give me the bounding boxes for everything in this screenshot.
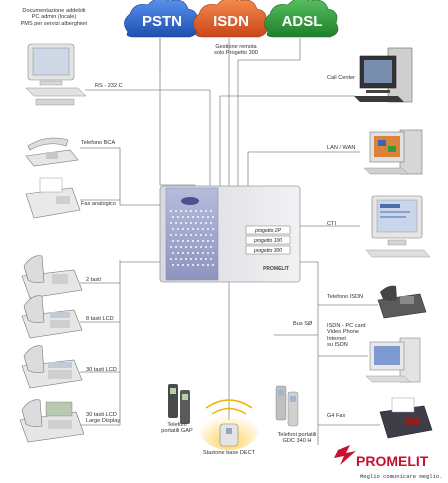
phone-2tasti-icon [21, 255, 83, 299]
label-30tasti-large-line1: 30 tasti LCD [86, 412, 117, 418]
label-30tasti-large: 30 tasti LCD Large Display [86, 412, 120, 425]
label-fax-analogico: Fax analogico [81, 201, 116, 207]
gap-handsets-icon [168, 384, 190, 424]
label-telefoni-gap-line1: Telefoni [167, 422, 187, 428]
label-remote-line1: Gestione remota [215, 44, 257, 50]
bca-phone-icon [25, 137, 79, 167]
label-telefoni-gap-line2: portatili GAP [161, 428, 193, 435]
label-remote-line2: solo Progetto 300 [214, 50, 258, 57]
label-isdn-pc-card-line1: ISDN - PC card [327, 323, 366, 329]
pbx-unit: progetto 2P progetto 100 progetto 300 PR… [159, 185, 301, 283]
label-call-center: Call Center [327, 75, 355, 81]
cloud-isdn [193, 0, 268, 38]
phone-30tasti-icon [21, 345, 83, 389]
label-telefoni-gdc-line1: Telefoni portatili [277, 432, 317, 438]
pbx-tag-2p [245, 225, 291, 235]
cloud-adsl [264, 0, 339, 38]
line-call-center [219, 95, 355, 188]
g4-fax-icon [379, 397, 433, 439]
admin-pc-icon [25, 43, 87, 106]
label-telefoni-gap: Telefoni portatili GAP [152, 422, 202, 435]
label-cti: CTI [327, 221, 337, 227]
call-center-pc-icon [354, 47, 413, 103]
isdn-phone-icon [377, 285, 427, 319]
connection-lines [80, 38, 380, 445]
pbx-brand: PROMELIT [263, 266, 289, 272]
label-30tasti-large-line2: Large Display [86, 418, 121, 425]
cloud-isdn-label: ISDN [213, 13, 249, 30]
dect-base-icon [199, 399, 259, 450]
line-pstn [159, 38, 196, 190]
label-8tasti: 8 tasti LCD [86, 316, 114, 322]
label-bus-s0: Bus SØ [293, 321, 313, 327]
line-adsl [237, 38, 301, 188]
label-stazione-dect: Stazione base DECT [202, 450, 256, 456]
line-bus-s0 [300, 261, 319, 445]
label-telefono-isdn: Telefono ISDN [327, 294, 364, 300]
gdc-handsets-icon [275, 385, 299, 427]
promelit-logo: PROMELIT Meglio comunicare meglio. [334, 445, 443, 480]
phone-8tasti-icon [21, 295, 83, 339]
fax-icon [25, 177, 81, 219]
line-bca [80, 147, 160, 206]
label-lan-wan: LAN / WAN [327, 145, 356, 151]
label-admin-pc-line1: Documentazione addebiti [22, 8, 86, 14]
pbx-vent-grid [170, 210, 214, 266]
label-g4-fax: G4 Fax [327, 413, 346, 419]
phone-30tasti-large-icon [19, 399, 85, 443]
pbx-tag-2p-text: progetto 2P [254, 228, 282, 234]
label-2tasti: 2 tasti [86, 277, 101, 283]
label-remote: Gestione remota solo Progetto 300 [198, 44, 274, 57]
label-admin-pc: Documentazione addebiti PC admin (locale… [4, 8, 104, 27]
cloud-pstn [124, 0, 199, 38]
pbx-tag-100 [245, 235, 291, 245]
lan-wan-pc-icon [363, 129, 423, 175]
line-lan-wan [247, 151, 360, 188]
cti-monitor-icon [365, 195, 431, 258]
label-isdn-pc-card-line3: Internet [327, 335, 346, 342]
label-telefono-bca: Telefono BCA [81, 140, 116, 146]
label-isdn-pc-card: ISDN - PC card Video Phone Internet su I… [327, 323, 366, 349]
label-telefoni-gdc: Telefoni portatili GDC 340 H [268, 432, 326, 445]
isdn-pc-icon [365, 337, 421, 383]
pbx-tag-300 [245, 245, 291, 255]
label-rs232: RS - 232 C [95, 83, 123, 89]
pbx-badge [181, 197, 199, 205]
logo-mark-icon [334, 445, 356, 465]
label-30tasti: 30 tasti LCD [86, 367, 117, 373]
label-isdn-pc-card-line2: Video Phone [327, 329, 359, 336]
pbx-tag-100-text: progetto 100 [253, 238, 282, 244]
label-isdn-pc-card-line4: su ISDN [327, 342, 348, 349]
logo-tagline: Meglio comunicare meglio. [360, 473, 443, 480]
label-admin-pc-line3: PMS per servizi alberghieri [20, 20, 88, 27]
label-admin-pc-line2: PC admin (locale) [31, 14, 77, 21]
cloud-pstn-label: PSTN [142, 13, 182, 30]
pbx-tag-300-text: progetto 300 [253, 248, 282, 254]
line-admin-pc [85, 89, 211, 188]
label-telefoni-gdc-line2: GDC 340 H [282, 438, 312, 445]
cloud-adsl-label: ADSL [282, 13, 323, 30]
logo-wordmark: PROMELIT [356, 453, 429, 469]
